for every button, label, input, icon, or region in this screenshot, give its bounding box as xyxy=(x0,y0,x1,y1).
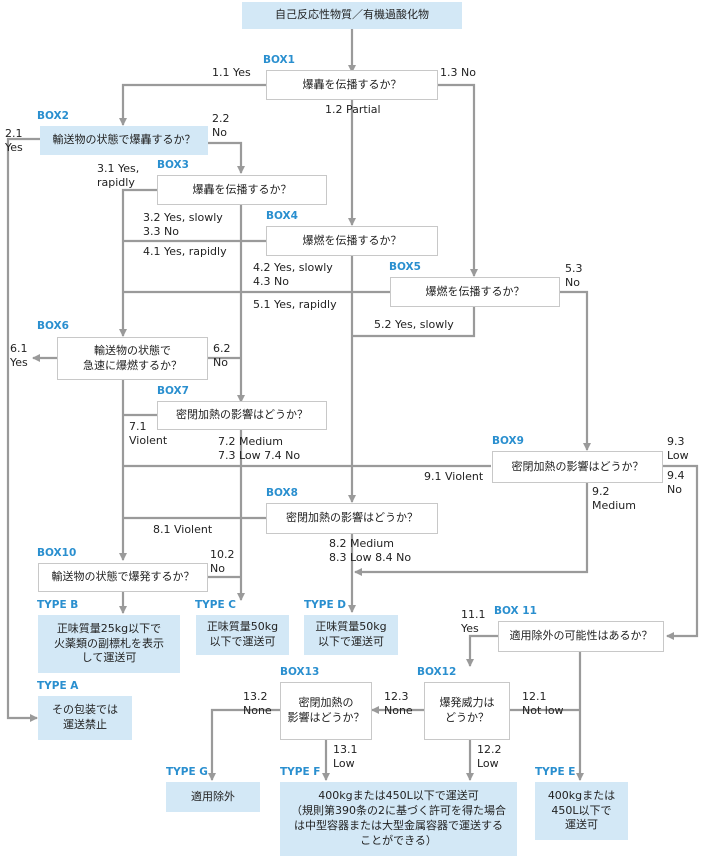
edge-label-4-2: 4.2 Yes, slowly 4.3 No xyxy=(253,261,333,288)
type-a-result: その包装では 運送禁止 xyxy=(38,696,132,740)
box3-question: 爆轟を伝播するか？ xyxy=(157,175,327,205)
box5-question: 爆燃を伝播するか？ xyxy=(390,277,560,307)
edge-label-12-3: 12.3 None xyxy=(384,690,413,717)
box8-question: 密閉加熱の影響はどうか？ xyxy=(266,503,438,534)
edge-label-9-3: 9.3 Low xyxy=(667,435,689,462)
box13-question: 密閉加熱の 影響はどうか？ xyxy=(280,682,372,740)
edge-label-13-2: 13.2 None xyxy=(243,690,272,717)
edge-label-10-2: 10.2 No xyxy=(210,548,235,575)
edge-label-7-2: 7.2 Medium 7.3 Low 7.4 No xyxy=(218,435,301,462)
box12-question: 爆発威力は どうか？ xyxy=(424,682,510,740)
type-a-tag: TYPE A xyxy=(37,680,79,692)
edge-label-9-1: 9.1 Violent xyxy=(424,470,484,483)
box1-question: 爆轟を伝播するか？ xyxy=(266,70,438,100)
edge-label-1-3: 1.3 No xyxy=(440,66,476,79)
edge-label-13-1: 13.1 Low xyxy=(333,743,358,770)
edge-label-6-1: 6.1 Yes xyxy=(10,342,28,369)
edge-label-9-2: 9.2 Medium xyxy=(592,485,636,512)
box10-question: 輸送物の状態で爆発するか？ xyxy=(38,563,208,592)
edge-label-5-2: 5.2 Yes, slowly xyxy=(374,318,454,331)
box8-tag: BOX8 xyxy=(266,487,298,499)
box7-question: 密閉加熱の影響はどうか？ xyxy=(157,401,327,430)
edge-label-6-2: 6.2 No xyxy=(213,342,231,369)
type-g-tag: TYPE G xyxy=(166,766,208,778)
box9-question: 密閉加熱の影響はどうか？ xyxy=(492,451,663,483)
box10-tag: BOX10 xyxy=(37,547,77,559)
type-b-result: 正味質量25kg以下で 火薬類の副標札を表示 して運送可 xyxy=(38,615,180,673)
edge-label-8-2: 8.2 Medium 8.3 Low 8.4 No xyxy=(329,537,412,564)
edge-label-5-3: 5.3 No xyxy=(565,262,583,289)
edge-label-7-1: 7.1 Violent xyxy=(129,420,168,447)
type-f-tag: TYPE F xyxy=(280,766,321,778)
box1-tag: BOX1 xyxy=(263,54,295,66)
type-d-tag: TYPE D xyxy=(304,599,347,611)
start-node: 自己反応性物質／有機過酸化物 xyxy=(242,2,462,29)
type-g-result: 適用除外 xyxy=(166,782,260,812)
type-e-result: 400kgまたは 450L以下で 運送可 xyxy=(535,782,628,840)
edge-label-3-2: 3.2 Yes, slowly 3.3 No xyxy=(143,211,223,238)
type-e-tag: TYPE E xyxy=(535,766,576,778)
box13-tag: BOX13 xyxy=(280,666,320,678)
box2-tag: BOX2 xyxy=(37,110,69,122)
type-d-result: 正味質量50kg 以下で運送可 xyxy=(304,615,398,655)
box2-question: 輸送物の状態で爆轟するか？ xyxy=(40,126,208,155)
edge-label-3-1: 3.1 Yes, rapidly xyxy=(97,162,140,189)
edge-label-4-1: 4.1 Yes, rapidly xyxy=(143,245,227,258)
type-c-tag: TYPE C xyxy=(195,599,236,611)
box3-tag: BOX3 xyxy=(157,159,189,171)
edge-label-1-1: 1.1 Yes xyxy=(212,66,251,79)
type-c-result: 正味質量50kg 以下で運送可 xyxy=(196,615,289,655)
box11-question: 適用除外の可能性はあるか？ xyxy=(498,621,664,652)
edge-label-5-1: 5.1 Yes, rapidly xyxy=(253,298,337,311)
type-b-tag: TYPE B xyxy=(37,599,79,611)
edge-label-12-2: 12.2 Low xyxy=(477,743,502,770)
edge-label-12-1: 12.1 Not low xyxy=(522,690,564,717)
box11-tag: BOX 11 xyxy=(494,605,537,617)
box12-tag: BOX12 xyxy=(417,666,457,678)
box7-tag: BOX7 xyxy=(157,385,189,397)
box5-tag: BOX5 xyxy=(389,261,421,273)
edge-label-11-1: 11.1 Yes xyxy=(461,608,486,635)
type-f-result: 400kgまたは450L以下で運送可 （規則第390条の2に基づく許可を得た場合… xyxy=(280,782,517,856)
box6-tag: BOX6 xyxy=(37,320,69,332)
edge-label-2-2: 2.2 No xyxy=(212,112,230,139)
box9-tag: BOX9 xyxy=(492,435,524,447)
edge-label-1-2: 1.2 Partial xyxy=(325,103,381,116)
box6-question: 輸送物の状態で 急速に爆燃するか？ xyxy=(57,337,208,380)
box4-tag: BOX4 xyxy=(266,210,298,222)
edge-label-9-4: 9.4 No xyxy=(667,469,685,496)
edge-label-8-1: 8.1 Violent xyxy=(153,523,213,536)
box4-question: 爆燃を伝播するか？ xyxy=(266,226,438,256)
edge-label-2-1: 2.1 Yes xyxy=(5,127,23,154)
